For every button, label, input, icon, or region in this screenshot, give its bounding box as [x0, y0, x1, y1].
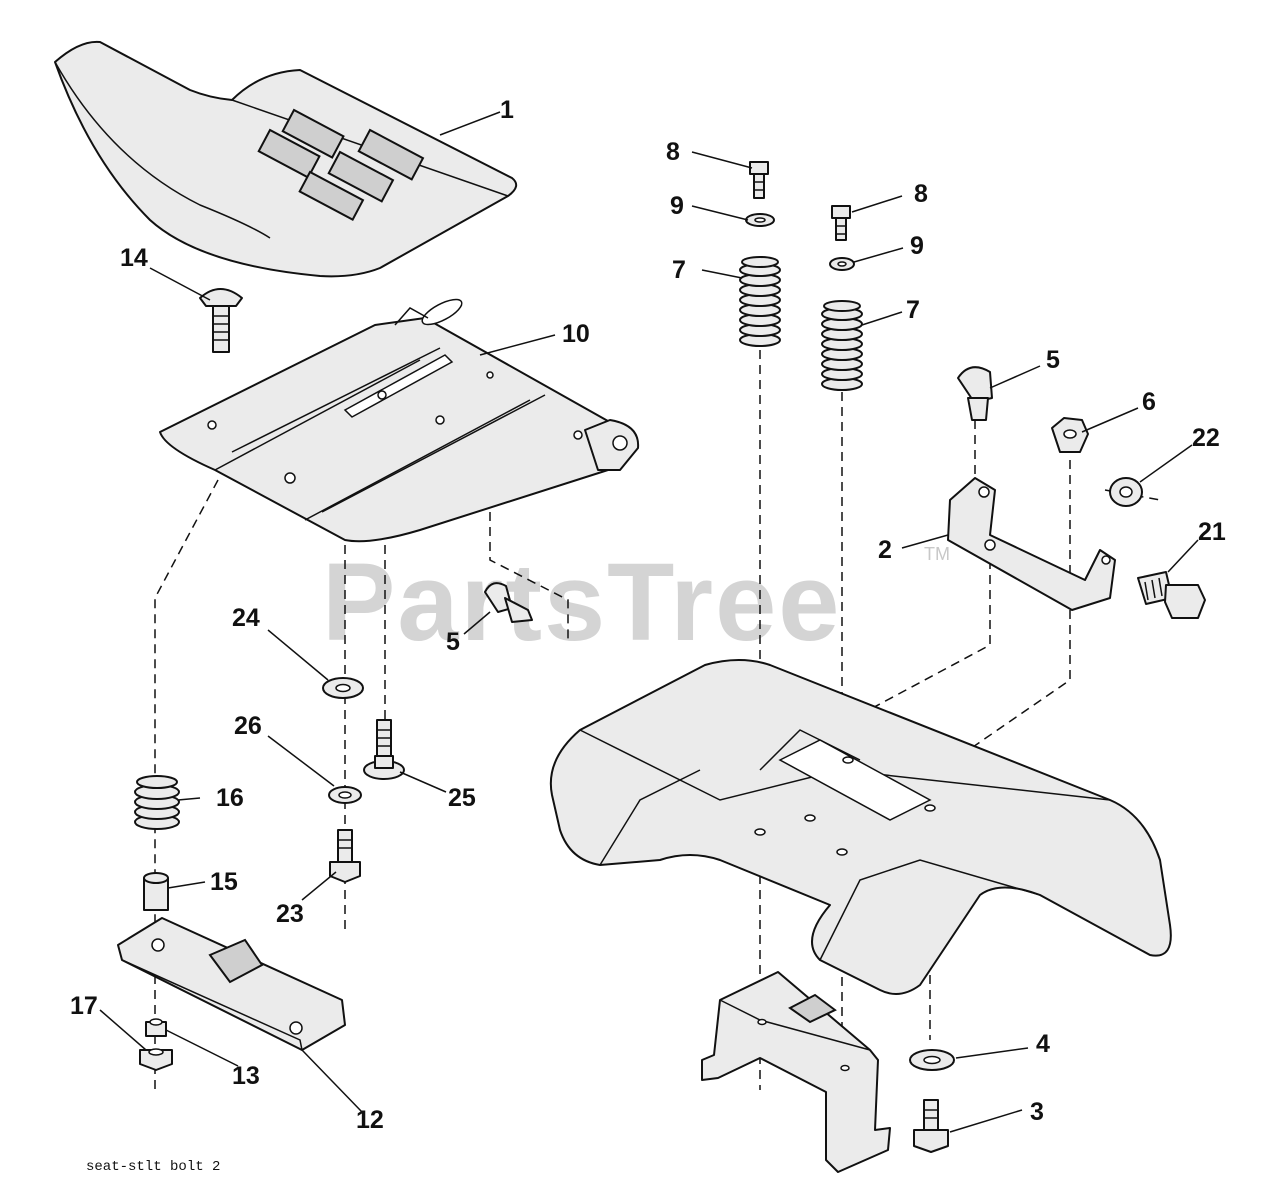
part-bolt-21[interactable]	[1137, 571, 1206, 619]
part-seat-pan[interactable]	[159, 295, 640, 543]
callout-12: 12	[356, 1106, 384, 1134]
part-bracket-2[interactable]	[947, 477, 1116, 611]
callout-16: 16	[216, 784, 244, 812]
part-bolt-3[interactable]	[913, 1099, 949, 1153]
callout-17: 17	[70, 992, 98, 1020]
callout-5-right: 5	[1046, 346, 1060, 374]
part-washer-9-right[interactable]	[829, 257, 855, 271]
callout-26: 26	[234, 712, 262, 740]
part-spring-7-left[interactable]	[739, 256, 781, 347]
callout-7-left: 7	[672, 256, 686, 284]
part-spacer-22[interactable]	[1109, 477, 1143, 507]
callout-3: 3	[1030, 1098, 1044, 1126]
leader-lines	[99, 111, 1199, 1133]
part-washer-9-left[interactable]	[745, 213, 775, 227]
part-lower-bracket[interactable]	[701, 971, 891, 1173]
callout-15: 15	[210, 868, 238, 896]
callout-4: 4	[1036, 1030, 1050, 1058]
part-hex-nut-6[interactable]	[1051, 417, 1089, 453]
part-spring-16[interactable]	[134, 775, 180, 830]
callout-24: 24	[232, 604, 260, 632]
callout-2: 2	[878, 536, 892, 564]
part-fender[interactable]	[549, 659, 1172, 995]
callout-8-left: 8	[666, 138, 680, 166]
callout-7-right: 7	[906, 296, 920, 324]
callout-14: 14	[120, 244, 148, 272]
callout-22: 22	[1192, 424, 1220, 452]
callout-labels: 1 2 3 4 5 5 6 7 7 8 8 9 9 10 12 13 14 15…	[70, 96, 1226, 1134]
part-nut-17[interactable]	[139, 1048, 173, 1071]
part-washer-24[interactable]	[322, 677, 364, 699]
part-seat[interactable]	[54, 40, 518, 278]
part-carriage-bolt[interactable]	[199, 288, 243, 353]
diagram-caption: seat-stlt bolt 2	[86, 1159, 220, 1175]
part-clip-right[interactable]	[957, 366, 993, 421]
part-spring-7-right[interactable]	[821, 300, 863, 391]
callout-23: 23	[276, 900, 304, 928]
callout-25: 25	[448, 784, 476, 812]
callout-1: 1	[500, 96, 514, 124]
callout-5-left: 5	[446, 628, 460, 656]
callout-9-left: 9	[670, 192, 684, 220]
watermark-text: PartsTree	[322, 541, 841, 664]
callout-21: 21	[1198, 518, 1226, 546]
callout-13: 13	[232, 1062, 260, 1090]
part-clip-left[interactable]	[484, 582, 533, 623]
part-washer-4[interactable]	[909, 1049, 955, 1071]
part-lock-washer[interactable]	[328, 786, 362, 804]
callout-9-right: 9	[910, 232, 924, 260]
part-shoulder-bolt[interactable]	[363, 719, 405, 780]
part-bolt-8-right[interactable]	[831, 205, 851, 241]
callout-6: 6	[1142, 388, 1156, 416]
part-bolt-23[interactable]	[329, 829, 361, 883]
part-spacer[interactable]	[143, 872, 169, 911]
part-bolt-8-left[interactable]	[749, 161, 769, 199]
callout-8-right: 8	[914, 180, 928, 208]
part-nut-13[interactable]	[145, 1018, 167, 1037]
watermark-trademark: TM	[924, 544, 950, 564]
part-bracket-plate[interactable]	[117, 917, 346, 1051]
callout-10: 10	[562, 320, 590, 348]
